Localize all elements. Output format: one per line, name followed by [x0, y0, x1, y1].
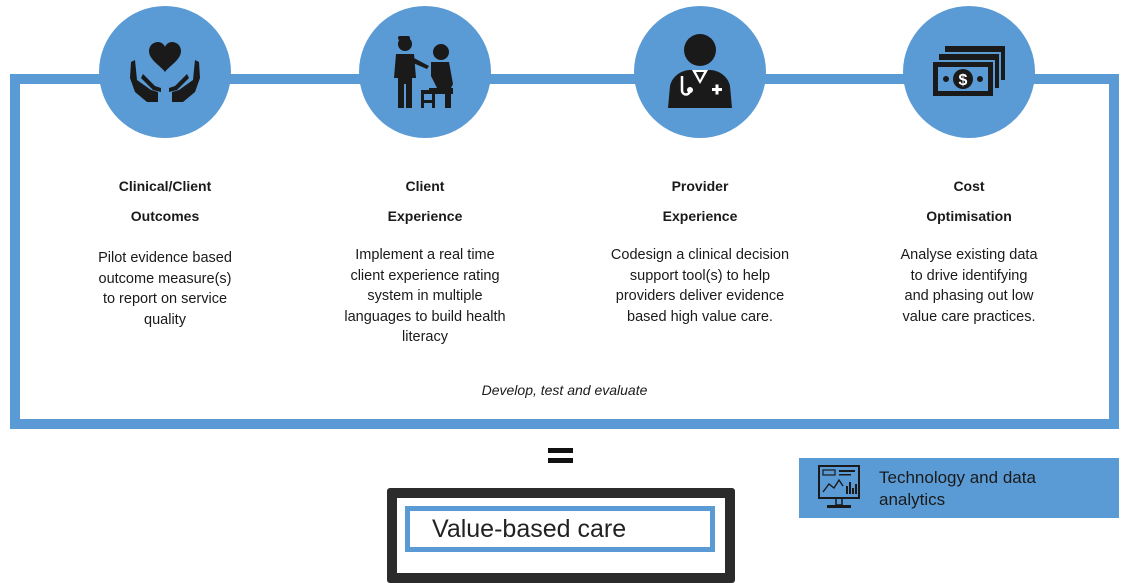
description-line: system in multiple [367, 288, 483, 304]
pillar-title-line: Clinical/Client [118, 178, 212, 194]
technology-label-line: analytics [879, 490, 946, 509]
money-stack-icon: $ [933, 46, 1005, 96]
pillar-circle: $ [903, 6, 1035, 138]
pillar-description: Codesign a clinical decision support too… [580, 245, 820, 327]
pillar-title-line: Client [405, 178, 445, 194]
description-line: value care practices. [902, 308, 1036, 325]
technology-label-line: Technology and data [879, 468, 1036, 487]
pillar-description: Analyse existing data to drive identifyi… [849, 245, 1089, 327]
pillar-description: Pilot evidence based outcome measure(s) … [45, 248, 285, 330]
pillar-circle [359, 6, 491, 138]
hands-heart-icon [130, 42, 200, 102]
description-line: outcome measure(s) [98, 270, 232, 287]
description-line: client experience rating [350, 267, 500, 284]
description-line: Pilot evidence based [98, 250, 232, 266]
description-line: Implement a real time [355, 247, 495, 263]
description-line: and phasing out low [904, 288, 1034, 304]
description-line: support tool(s) to help [629, 267, 771, 284]
pillar-cost-optimisation: $ Cost Optimisation Analyse existing dat… [849, 0, 1089, 360]
value-based-care-label: Value-based care [410, 511, 710, 547]
pillar-circle [99, 6, 231, 138]
description-line: Codesign a clinical decision [610, 247, 790, 263]
pillar-clinical-outcomes: Clinical/Client Outcomes Pilot evidence … [45, 0, 285, 360]
description-line: languages to build health [344, 308, 506, 325]
value-based-care-inner: Value-based care [405, 506, 715, 552]
description-line: Analyse existing data [900, 247, 1038, 263]
process-frame [10, 74, 1119, 429]
pillar-circle [634, 6, 766, 138]
pillar-description: Implement a real time client experience … [305, 245, 545, 348]
develop-test-evaluate-caption: Develop, test and evaluate [481, 382, 648, 398]
pillar-client-experience: Client Experience Implement a real time … [305, 0, 545, 360]
doctor-patient-icon [394, 36, 453, 108]
svg-text:$: $ [959, 72, 968, 89]
value-based-care-box: Value-based care [387, 488, 735, 583]
pillar-title-line: Optimisation [926, 208, 1012, 224]
pillar-title-line: Cost [953, 178, 985, 194]
technology-label: Technology and data analytics [879, 467, 1109, 511]
description-line: based high value care. [627, 308, 773, 325]
value-based-care-frame: Value-based care [397, 498, 725, 573]
description-line: quality [144, 311, 186, 328]
pillar-title: Cost Optimisation [849, 171, 1089, 231]
pillar-provider-experience: Provider Experience Codesign a clinical … [580, 0, 820, 360]
description-line: to report on service [102, 291, 228, 307]
pillar-title: Provider Experience [580, 171, 820, 231]
doctor-icon [668, 34, 732, 108]
analytics-screen-icon [818, 465, 860, 508]
pillar-title-line: Experience [662, 208, 738, 224]
pillar-title-line: Provider [671, 178, 729, 194]
pillar-title: Clinical/Client Outcomes [45, 171, 285, 231]
description-line: to drive identifying [910, 267, 1028, 284]
pillar-title-line: Experience [387, 208, 463, 224]
equals-sign [548, 448, 573, 468]
technology-data-analytics-box: Technology and data analytics [799, 458, 1119, 518]
pillar-title-line: Outcomes [130, 208, 200, 224]
description-line: providers deliver evidence [615, 288, 785, 304]
pillar-title: Client Experience [305, 171, 545, 231]
description-line: literacy [402, 329, 448, 345]
